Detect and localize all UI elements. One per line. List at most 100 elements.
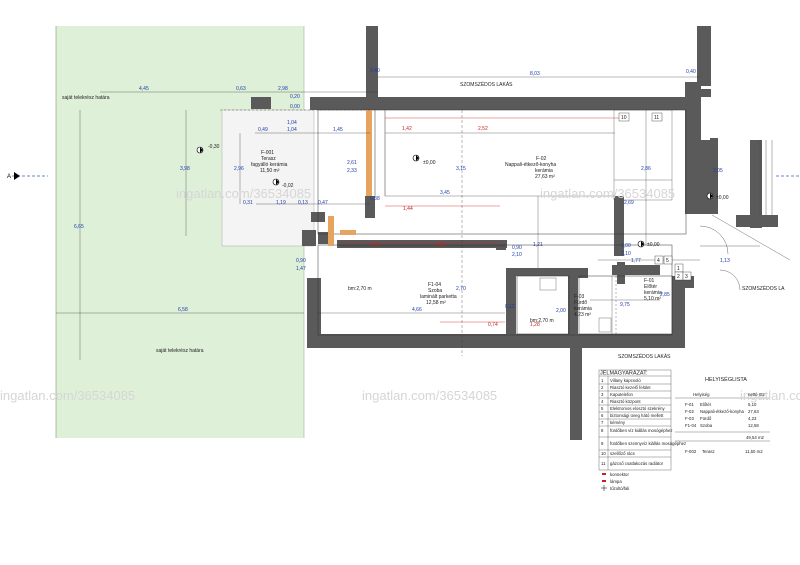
dimension: 1,21	[533, 242, 543, 248]
svg-text:9: 9	[601, 441, 604, 446]
dimension: 9,75	[620, 302, 630, 308]
red-dim-lines	[340, 117, 620, 323]
terrace-area	[221, 109, 315, 247]
svg-text:bm:2,70 m: bm:2,70 m	[530, 318, 554, 324]
svg-text:laminált parketta: laminált parketta	[420, 294, 457, 300]
svg-text:F1-04: F1-04	[685, 423, 697, 428]
wall-lines	[317, 109, 687, 336]
dimension: 0,40	[686, 69, 696, 75]
svg-text:27,63 m²: 27,63 m²	[535, 174, 555, 180]
svg-text:1: 1	[601, 378, 604, 383]
watermark: ingatlan.com/36534085	[176, 186, 311, 201]
legend-symbols	[601, 473, 607, 491]
svg-text:bm:2,70 m: bm:2,70 m	[348, 286, 372, 292]
svg-text:F-002: F-002	[685, 449, 697, 454]
svg-text:Riasztó kezelő felület: Riasztó kezelő felület	[610, 385, 651, 390]
svg-text:11,50 m²: 11,50 m²	[260, 168, 280, 174]
dimension: 4,45	[139, 86, 149, 92]
dimension: 3,98	[180, 166, 190, 172]
bath-fixture	[598, 317, 612, 333]
level-text: ±0,00	[647, 242, 660, 248]
svg-text:4,23 m²: 4,23 m²	[574, 312, 591, 318]
dimension: 2,96	[234, 166, 244, 172]
svg-text:fagyálló kerámia: fagyálló kerámia	[251, 162, 288, 168]
svg-text:F1-04: F1-04	[428, 282, 441, 288]
svg-text:Terasz: Terasz	[261, 156, 276, 162]
svg-text:12,58: 12,58	[748, 423, 759, 428]
dimension: 1,19	[276, 200, 286, 206]
svg-text:2: 2	[601, 385, 604, 390]
neighbor-label-top: SZOMSZÉDOS LAKÁS	[460, 81, 513, 88]
legend-items: 1 Villany kapcsoló 2 Riasztó kezelő felü…	[601, 378, 686, 491]
room-label-f001: F-001 Terasz fagyálló kerámia 11,50 m²	[251, 150, 288, 174]
legend-table	[598, 369, 672, 471]
svg-text:7: 7	[601, 420, 604, 425]
dimension: 0,63	[236, 86, 246, 92]
dimension: 0,90	[512, 245, 522, 251]
dimension: 0,20	[290, 94, 300, 100]
svg-text:F-02: F-02	[536, 156, 547, 162]
dimension: 1,77	[631, 258, 641, 264]
dimension: 8,03	[530, 71, 540, 77]
dimension: 2,84	[436, 242, 446, 248]
svg-text:Riasztó központ: Riasztó központ	[610, 399, 641, 404]
svg-text:fürdőben víz kiállás mosógéphe: fürdőben víz kiállás mosógéphez	[610, 428, 673, 433]
kitchen-counter	[613, 109, 673, 201]
room-label-f02: F-02 Nappali-étkező-konyha kerámia 27,63…	[505, 156, 556, 180]
dimension: 0,00	[290, 104, 300, 110]
dimension-lines	[56, 76, 791, 360]
svg-text:8: 8	[601, 428, 604, 433]
svg-text:fürdőben szennyvíz kiállás mos: fürdőben szennyvíz kiállás mosógéphez	[610, 441, 686, 446]
room-floor	[318, 110, 688, 233]
svg-text:Nappali-étkező-konyha: Nappali-étkező-konyha	[700, 409, 745, 414]
level-marker	[196, 146, 714, 248]
dimension: 1,13	[720, 258, 730, 264]
dimension: 0,13	[298, 200, 308, 206]
watermark: ingatlan.com/36534085	[740, 388, 800, 403]
dimension: 1,04	[287, 127, 297, 133]
room-floor	[318, 245, 508, 335]
device-tag: 2	[677, 274, 680, 280]
svg-text:HELYISÉGLISTA: HELYISÉGLISTA	[705, 376, 747, 383]
dimension: 1,47	[296, 266, 306, 272]
svg-text:6: 6	[601, 413, 604, 418]
watermark: ingatlan.com/36534085	[362, 388, 497, 403]
svg-text:Villany kapcsoló: Villany kapcsoló	[610, 378, 641, 383]
svg-text:27,63: 27,63	[748, 409, 759, 414]
dimension: 2,33	[347, 168, 357, 174]
dimension: 2,86	[641, 166, 651, 172]
dimension: 2,85	[660, 292, 670, 298]
dimension: 1,45	[333, 127, 343, 133]
dimension: 0,49	[258, 127, 268, 133]
dimension: 4,66	[412, 307, 422, 313]
section-mark: A	[7, 172, 800, 180]
svg-text:4,23: 4,23	[748, 416, 757, 421]
level-text: ±0,00	[423, 160, 436, 166]
svg-text:gázcső csatlakozás radiátor: gázcső csatlakozás radiátor	[610, 461, 664, 466]
bath-fixture	[539, 277, 557, 291]
level-text: ±0,00	[716, 195, 729, 201]
svg-text:F-001: F-001	[261, 150, 274, 156]
dimension: 6,65	[74, 224, 84, 230]
svg-text:F-01: F-01	[644, 278, 655, 284]
walls	[251, 26, 778, 440]
svg-text:12,58 m²: 12,58 m²	[426, 300, 446, 306]
door-frames	[328, 110, 372, 246]
dimension: 2,52	[478, 126, 488, 132]
dimension: 2,69	[624, 200, 634, 206]
svg-text:5,10 m²: 5,10 m²	[644, 296, 661, 302]
dimension: 1,44	[403, 206, 413, 212]
dimension: 2,61	[347, 160, 357, 166]
dimension: 1,04	[287, 120, 297, 126]
svg-text:konnektor: konnektor	[610, 472, 629, 477]
svg-text:Szoba: Szoba	[428, 288, 442, 294]
dimension: 1,28	[530, 322, 540, 328]
svg-text:Előtér: Előtér	[644, 284, 657, 290]
device-tag: 10	[621, 115, 627, 121]
svg-text:11: 11	[601, 461, 606, 466]
svg-text:szellőző rács: szellőző rács	[610, 451, 635, 456]
device-tag: 5	[666, 258, 669, 264]
dimension: 2,10	[512, 252, 522, 258]
dimension: 0,74	[488, 322, 498, 328]
svg-text:10: 10	[601, 451, 606, 456]
